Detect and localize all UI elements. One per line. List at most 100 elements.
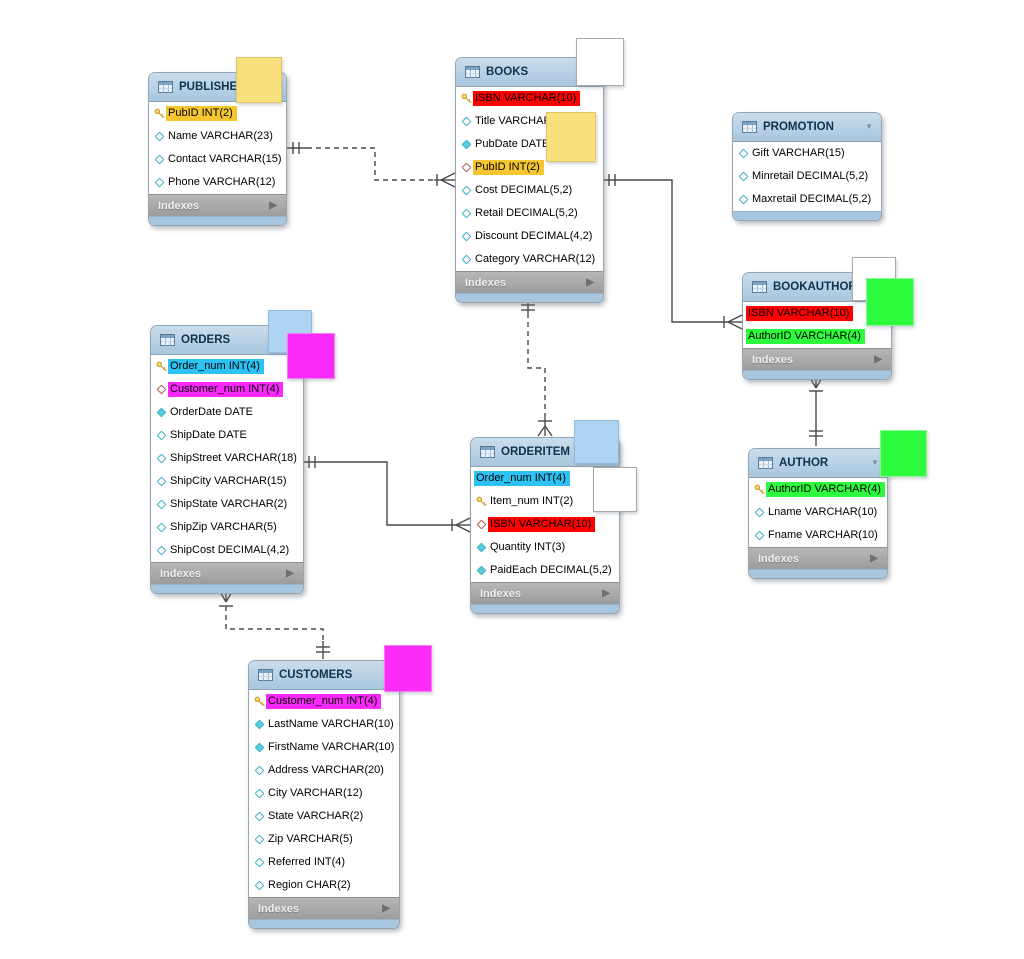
column-row[interactable]: ISBN VARCHAR(10) <box>743 302 891 325</box>
column-row[interactable]: ShipCity VARCHAR(15) <box>151 470 303 493</box>
column-row[interactable]: Retail DECIMAL(5,2) <box>456 202 603 225</box>
column-row[interactable]: Zip VARCHAR(5) <box>249 828 399 851</box>
indexes-bar[interactable]: Indexes ▶ <box>749 547 887 569</box>
column-row[interactable]: ShipState VARCHAR(2) <box>151 493 303 516</box>
note-green-bookauthor[interactable] <box>866 278 914 326</box>
note-magenta-orders[interactable] <box>287 333 335 379</box>
column-row[interactable]: Order_num INT(4) <box>151 355 303 378</box>
column-row[interactable]: Address VARCHAR(20) <box>249 759 399 782</box>
column-row[interactable]: OrderDate DATE <box>151 401 303 424</box>
note-white-books[interactable] <box>576 38 624 86</box>
column-row[interactable]: Gift VARCHAR(15) <box>733 142 881 165</box>
indexes-bar[interactable]: Indexes▶ <box>151 562 303 584</box>
column-row[interactable]: Lname VARCHAR(10) <box>749 501 887 524</box>
indexes-label: Indexes <box>758 552 799 565</box>
indexes-bar[interactable]: Indexes▶ <box>249 897 399 919</box>
column-row[interactable]: PubID INT(2) <box>149 102 286 125</box>
table-publisher[interactable]: PUBLISHER▼PubID INT(2)Name VARCHAR(23)Co… <box>148 72 287 226</box>
connector-publisher-books[interactable] <box>307 147 434 181</box>
column-label: Name VARCHAR(23) <box>168 130 273 142</box>
connector-orders-customers[interactable] <box>225 606 324 641</box>
column-row[interactable]: ShipZip VARCHAR(5) <box>151 516 303 539</box>
chevron-expand-icon[interactable]: ▼ <box>865 122 873 131</box>
connector-books-orderitem[interactable] <box>527 313 546 416</box>
nullable-column-icon <box>252 811 266 822</box>
column-row[interactable]: City VARCHAR(12) <box>249 782 399 805</box>
table-header[interactable]: CUSTOMERS▼ <box>249 661 399 690</box>
connector-books-orderitem[interactable] <box>544 425 553 437</box>
column-row[interactable]: LastName VARCHAR(10) <box>249 713 399 736</box>
indexes-bar[interactable]: Indexes▶ <box>743 348 891 370</box>
indexes-expand-icon[interactable]: ▶ <box>874 354 882 365</box>
column-row[interactable]: FirstName VARCHAR(10) <box>249 736 399 759</box>
column-row[interactable]: ShipDate DATE <box>151 424 303 447</box>
indexes-expand-icon[interactable]: ▶ <box>286 568 294 579</box>
column-row[interactable]: Minretail DECIMAL(5,2) <box>733 165 881 188</box>
column-row[interactable]: AuthorID VARCHAR(4) <box>749 478 887 501</box>
indexes-expand-icon[interactable]: ▶ <box>586 277 594 288</box>
connector-books-bookauthor[interactable] <box>727 321 743 330</box>
column-row[interactable]: Customer_num INT(4) <box>249 690 399 713</box>
column-row[interactable]: Maxretail DECIMAL(5,2) <box>733 188 881 211</box>
column-row[interactable]: Title VARCHAR <box>456 110 603 133</box>
table-books[interactable]: BOOKS▼ISBN VARCHAR(10)Title VARCHARPubDa… <box>455 57 604 303</box>
column-row[interactable]: Region CHAR(2) <box>249 874 399 897</box>
indexes-expand-icon[interactable]: ▶ <box>870 553 878 564</box>
notnull-column-icon <box>252 719 266 730</box>
column-row[interactable]: ISBN VARCHAR(10) <box>471 513 619 536</box>
connector-orders-orderitem[interactable] <box>302 461 456 526</box>
note-yellow-publisher[interactable] <box>236 57 282 103</box>
connector-publisher-books[interactable] <box>440 179 456 188</box>
column-row[interactable]: ShipCost DECIMAL(4,2) <box>151 539 303 562</box>
indexes-expand-icon[interactable]: ▶ <box>269 200 277 211</box>
indexes-bar[interactable]: Indexes▶ <box>471 582 619 604</box>
column-row[interactable]: State VARCHAR(2) <box>249 805 399 828</box>
column-row[interactable]: ISBN VARCHAR(10) <box>456 87 603 110</box>
table-customers[interactable]: CUSTOMERS▼Customer_num INT(4)LastName VA… <box>248 660 400 929</box>
note-blue-orderitem[interactable] <box>574 420 619 464</box>
indexes-expand-icon[interactable]: ▶ <box>602 588 610 599</box>
column-row[interactable]: AuthorID VARCHAR(4) <box>743 325 891 348</box>
table-orderitem[interactable]: ORDERITEM▼Order_num INT(4)Item_num INT(2… <box>470 437 620 614</box>
connector-books-bookauthor[interactable] <box>602 179 728 323</box>
connector-books-bookauthor[interactable] <box>727 314 743 323</box>
column-row[interactable]: Discount DECIMAL(4,2) <box>456 225 603 248</box>
connector-books-orderitem[interactable] <box>537 425 546 437</box>
indexes-bar[interactable]: Indexes▶ <box>149 194 286 216</box>
column-row[interactable]: PaidEach DECIMAL(5,2) <box>471 559 619 582</box>
column-row[interactable]: Cost DECIMAL(5,2) <box>456 179 603 202</box>
nullable-column-icon <box>754 530 764 541</box>
table-header[interactable]: PROMOTION▼ <box>733 113 881 142</box>
column-label: Address VARCHAR(20) <box>268 764 384 776</box>
column-row[interactable]: Category VARCHAR(12) <box>456 248 603 271</box>
connector-publisher-books[interactable] <box>440 172 456 181</box>
table-header[interactable]: AUTHOR▼ <box>749 449 887 478</box>
column-row[interactable]: PubDate DATE <box>456 133 603 156</box>
note-white-orderitem[interactable] <box>593 467 637 512</box>
column-row[interactable]: Referred INT(4) <box>249 851 399 874</box>
table-orders[interactable]: ORDERS▼Order_num INT(4)Customer_num INT(… <box>150 325 304 594</box>
column-row[interactable]: Quantity INT(3) <box>471 536 619 559</box>
column-row[interactable]: Order_num INT(4) <box>471 467 619 490</box>
indexes-bar[interactable]: Indexes▶ <box>456 271 603 293</box>
connector-orders-orderitem[interactable] <box>455 524 471 533</box>
note-magenta-customers[interactable] <box>384 645 432 692</box>
table-footer <box>743 370 891 379</box>
connector-orders-orderitem[interactable] <box>455 517 471 526</box>
column-row[interactable]: Phone VARCHAR(12) <box>149 171 286 194</box>
table-promotion[interactable]: PROMOTION▼Gift VARCHAR(15)Minretail DECI… <box>732 112 882 221</box>
column-row[interactable]: PubID INT(2) <box>456 156 603 179</box>
indexes-expand-icon[interactable]: ▶ <box>382 903 390 914</box>
column-row[interactable]: ShipStreet VARCHAR(18) <box>151 447 303 470</box>
table-author[interactable]: AUTHOR▼AuthorID VARCHAR(4)Lname VARCHAR(… <box>748 448 888 579</box>
note-yellow-books[interactable] <box>546 112 596 162</box>
column-row[interactable]: Customer_num INT(4) <box>151 378 303 401</box>
table-title: CUSTOMERS <box>279 669 353 681</box>
chevron-expand-icon[interactable]: ▼ <box>871 458 879 467</box>
column-row[interactable]: Item_num INT(2) <box>471 490 619 513</box>
column-row[interactable]: Name VARCHAR(23) <box>149 125 286 148</box>
column-row[interactable]: Fname VARCHAR(10) <box>749 524 887 547</box>
note-green-author[interactable] <box>880 430 927 477</box>
column-row[interactable]: Contact VARCHAR(15) <box>149 148 286 171</box>
column-label: PaidEach DECIMAL(5,2) <box>490 564 612 576</box>
